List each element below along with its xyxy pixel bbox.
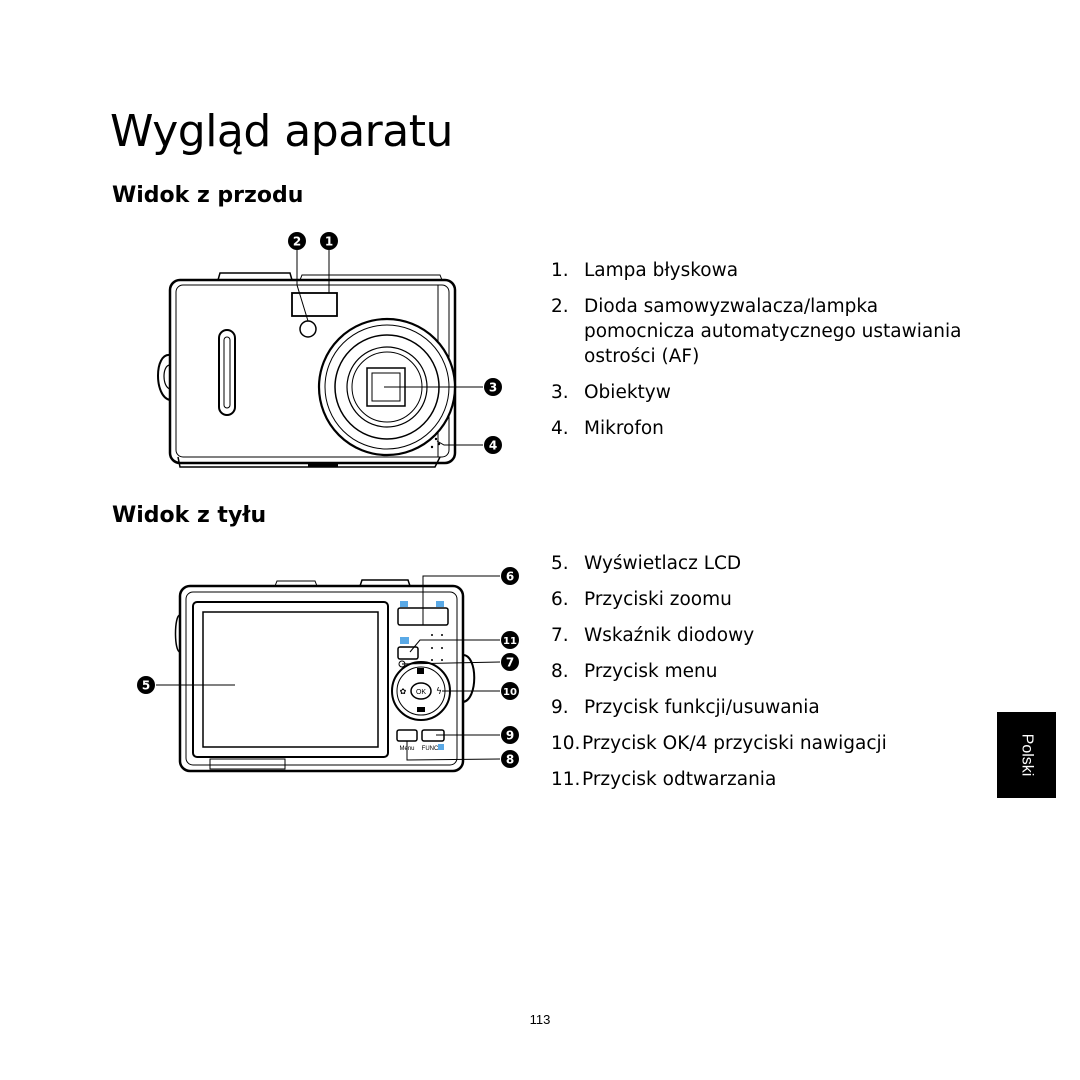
- self-timer-led: [299, 320, 317, 338]
- svg-text:9: 9: [506, 729, 514, 743]
- list-item: 7.Wskaźnik diodowy: [551, 625, 755, 646]
- list-item: 9.Przycisk funkcji/usuwania: [551, 697, 820, 718]
- list-item: 1.Lampa błyskowa: [551, 260, 739, 281]
- svg-text:11: 11: [503, 636, 517, 647]
- list-item: 5.Wyświetlacz LCD: [551, 553, 742, 574]
- callout-1: 1: [320, 232, 338, 250]
- language-label: Polski: [1018, 733, 1036, 777]
- svg-text:7: 7: [506, 656, 514, 670]
- camera-back-diagram: OK ✿ ϟ Menu FUNC 6 11 7 10 9: [137, 567, 519, 773]
- callout-8: 8: [501, 750, 519, 768]
- callout-10: 10: [501, 682, 519, 700]
- svg-text:5: 5: [142, 679, 150, 693]
- callout-7: 7: [501, 653, 519, 671]
- svg-text:FUNC: FUNC: [422, 746, 439, 752]
- callout-5: 5: [137, 676, 155, 694]
- func-button: FUNC: [421, 729, 445, 752]
- front-view-heading: Widok z przodu: [112, 183, 304, 208]
- list-item: 8.Przycisk menu: [551, 661, 718, 682]
- back-view-heading: Widok z tyłu: [112, 503, 267, 528]
- callout-4: 4: [484, 436, 502, 454]
- camera-front-diagram: 2 1 3 4: [157, 232, 502, 468]
- flash-lamp: [291, 292, 338, 317]
- microphone: [430, 437, 441, 449]
- list-item: 11.Przycisk odtwarzania: [551, 769, 777, 790]
- back-parts-list: 5.Wyświetlacz LCD 6.Przyciski zoomu 7.Ws…: [551, 551, 971, 803]
- svg-text:1: 1: [325, 235, 333, 249]
- lcd-screen: [192, 601, 389, 758]
- svg-text:ϟ: ϟ: [436, 687, 442, 697]
- callout-11: 11: [501, 631, 519, 649]
- svg-text:4: 4: [489, 439, 497, 453]
- page-title: Wygląd aparatu: [110, 106, 453, 157]
- list-item: 10.Przycisk OK/4 przyciski nawigacji: [551, 733, 887, 754]
- playback-button: [397, 637, 419, 660]
- callout-6: 6: [501, 567, 519, 585]
- front-parts-list: 1.Lampa błyskowa 2.Dioda samowyzwalacza/…: [551, 258, 971, 452]
- list-item: 2.Dioda samowyzwalacza/lampka pomocnicza…: [551, 296, 962, 367]
- svg-text:6: 6: [506, 570, 514, 584]
- ok-button-label: OK: [416, 689, 426, 696]
- svg-text:10: 10: [503, 687, 517, 698]
- navigation-pad: OK ✿ ϟ: [391, 661, 451, 721]
- callout-3: 3: [484, 378, 502, 396]
- page-number: 113: [529, 1012, 551, 1027]
- callout-2: 2: [288, 232, 306, 250]
- svg-text:3: 3: [489, 381, 497, 395]
- list-item: 4.Mikrofon: [551, 418, 664, 439]
- list-item: 6.Przyciski zoomu: [551, 589, 732, 610]
- svg-text:✿: ✿: [400, 687, 407, 696]
- language-tab: Polski: [997, 712, 1056, 798]
- svg-text:2: 2: [293, 235, 301, 249]
- list-item: 3.Obiektyw: [551, 382, 671, 403]
- svg-text:8: 8: [506, 753, 514, 767]
- callout-9: 9: [501, 726, 519, 744]
